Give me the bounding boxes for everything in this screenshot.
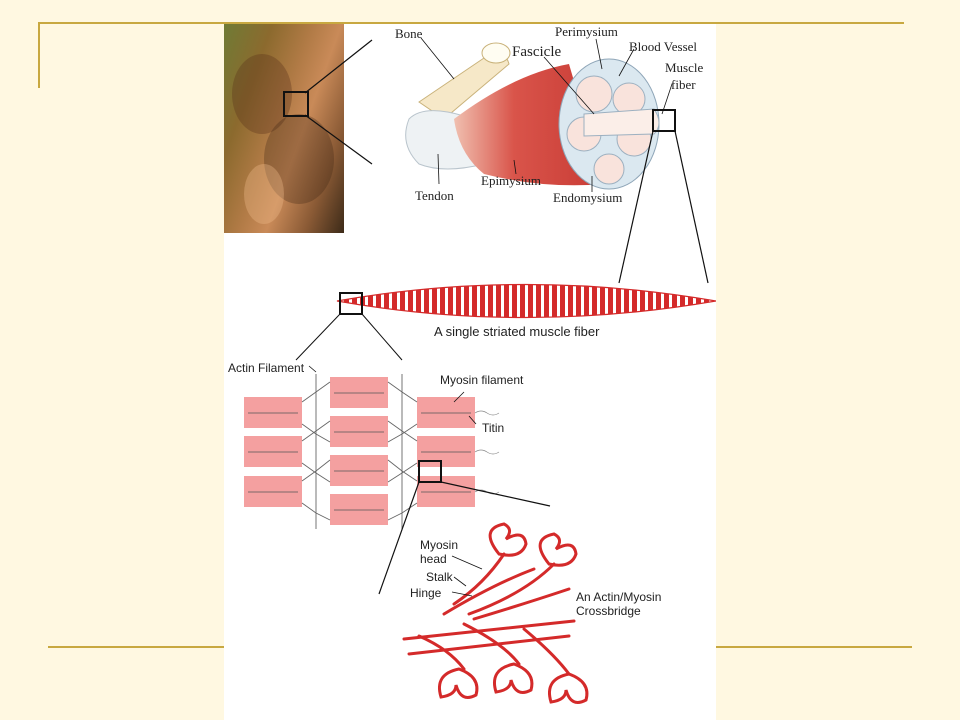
label-actin-filament: Actin Filament <box>228 361 305 375</box>
myosin-filament <box>244 476 302 507</box>
crossbridge-zoom-box <box>418 460 442 483</box>
label-muscle-fiber-2: fiber <box>671 77 696 92</box>
diagram-graphics <box>244 37 716 704</box>
label-bone: Bone <box>395 26 423 41</box>
myosin-head <box>538 532 578 567</box>
myosin-filament <box>417 436 475 467</box>
zoom-line <box>304 39 373 94</box>
actin-filaments <box>301 374 418 529</box>
myosin-head <box>548 672 589 704</box>
label-titin: Titin <box>482 421 505 435</box>
label-endomysium: Endomysium <box>553 190 623 205</box>
fiber-caption: A single striated muscle fiber <box>434 324 600 339</box>
sarcomere-diagram <box>244 374 500 529</box>
label-hinge: Hinge <box>410 586 442 600</box>
label-blood-vessel: Blood Vessel <box>629 39 698 54</box>
top-decor-line <box>38 22 904 24</box>
myosin-filament <box>417 397 475 428</box>
myosin-filament <box>417 476 475 507</box>
bone-end <box>481 42 511 64</box>
label-fascicle: Fascicle <box>512 44 562 60</box>
left-decor-line <box>38 22 40 88</box>
myosin-filament <box>330 494 388 525</box>
label-myosin-head-1: Myosin <box>420 538 459 552</box>
label-tendon: Tendon <box>415 188 454 203</box>
sarcomere-zoom-box <box>339 292 363 315</box>
label-myosin-filament: Myosin filament <box>440 373 524 387</box>
myosin-filament <box>244 397 302 428</box>
myosin-head <box>488 522 528 557</box>
fascicle-extruded <box>583 108 660 137</box>
diagram-panel: Bone Perimysium Fascicle Blood Vessel Mu… <box>224 24 716 720</box>
label-epimysium: Epimysium <box>481 173 541 188</box>
label-perimysium: Perimysium <box>555 24 618 39</box>
label-myosin-head-2: head <box>420 552 447 566</box>
myosin-head <box>493 662 534 694</box>
crossbridge-drawing <box>402 522 589 704</box>
fascicle-section <box>575 75 613 113</box>
fiber-zoom-box <box>652 109 676 132</box>
label-crossbridge-title-2: Crossbridge <box>576 604 641 618</box>
label-muscle-fiber-1: Muscle <box>665 60 704 75</box>
myosin-head <box>438 667 479 699</box>
myosin-filament <box>330 377 388 408</box>
label-stalk: Stalk <box>426 570 453 584</box>
actin-filament-line <box>402 619 576 641</box>
zoom-line <box>304 114 373 165</box>
label-crossbridge-title-1: An Actin/Myosin <box>576 590 662 604</box>
fascicle-section <box>593 153 625 185</box>
myosin-filament <box>330 416 388 447</box>
photo-zoom-box <box>283 91 309 117</box>
myosin-filament <box>330 455 388 486</box>
myosin-filament <box>244 436 302 467</box>
